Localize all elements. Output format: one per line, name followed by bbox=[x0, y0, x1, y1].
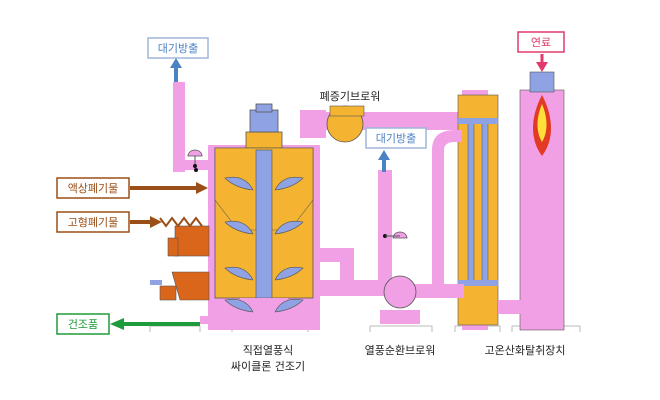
exhaust-top-arrow bbox=[170, 58, 182, 82]
dried-product-label: 건조품 bbox=[68, 318, 98, 331]
hot-air-blower bbox=[380, 275, 420, 324]
exhaust-mid-label-box: 대기방출 bbox=[365, 127, 427, 149]
left-valve-icon bbox=[187, 149, 203, 168]
exhaust-top-label: 대기방출 bbox=[158, 42, 198, 55]
fuel-label-box: 연료 bbox=[517, 31, 565, 53]
screw-feeder bbox=[150, 225, 210, 301]
solid-waste-label-box: 고형폐기물 bbox=[56, 211, 130, 233]
dried-product-arrow bbox=[110, 318, 200, 330]
dryer-label-line2: 싸이클론 건조기 bbox=[231, 360, 305, 373]
liquid-waste-label: 액상폐기물 bbox=[68, 182, 119, 195]
hot-air-blower-label: 열풍순환브로워 bbox=[365, 344, 436, 357]
burner-stack bbox=[498, 71, 565, 331]
fuel-arrow bbox=[536, 54, 548, 72]
exhaust-top-label-box: 대기방출 bbox=[147, 37, 209, 59]
oxidizer-label: 고온산화탈취장치 bbox=[485, 344, 566, 357]
mid-valve-icon bbox=[383, 231, 408, 239]
liquid-waste-arrow bbox=[130, 168, 208, 194]
liquid-waste-label-box: 액상폐기물 bbox=[56, 177, 130, 199]
waste-gas-blower-label: 폐증기브로워 bbox=[320, 90, 381, 103]
dryer-label-line1: 직접열풍식 bbox=[243, 344, 294, 357]
solid-waste-arrow bbox=[130, 216, 203, 228]
exhaust-mid-arrow bbox=[378, 150, 390, 172]
dryer-blades bbox=[224, 176, 304, 313]
waste-gas-blower bbox=[326, 105, 365, 143]
oxidizer-column bbox=[457, 94, 499, 326]
hot-air-duct bbox=[320, 130, 464, 298]
exhaust-mid-label: 대기방출 bbox=[376, 132, 416, 145]
left-exhaust-duct bbox=[173, 82, 213, 172]
fuel-label: 연료 bbox=[531, 36, 551, 49]
dried-product-label-box: 건조품 bbox=[56, 313, 110, 335]
solid-waste-label: 고형폐기물 bbox=[68, 216, 119, 229]
